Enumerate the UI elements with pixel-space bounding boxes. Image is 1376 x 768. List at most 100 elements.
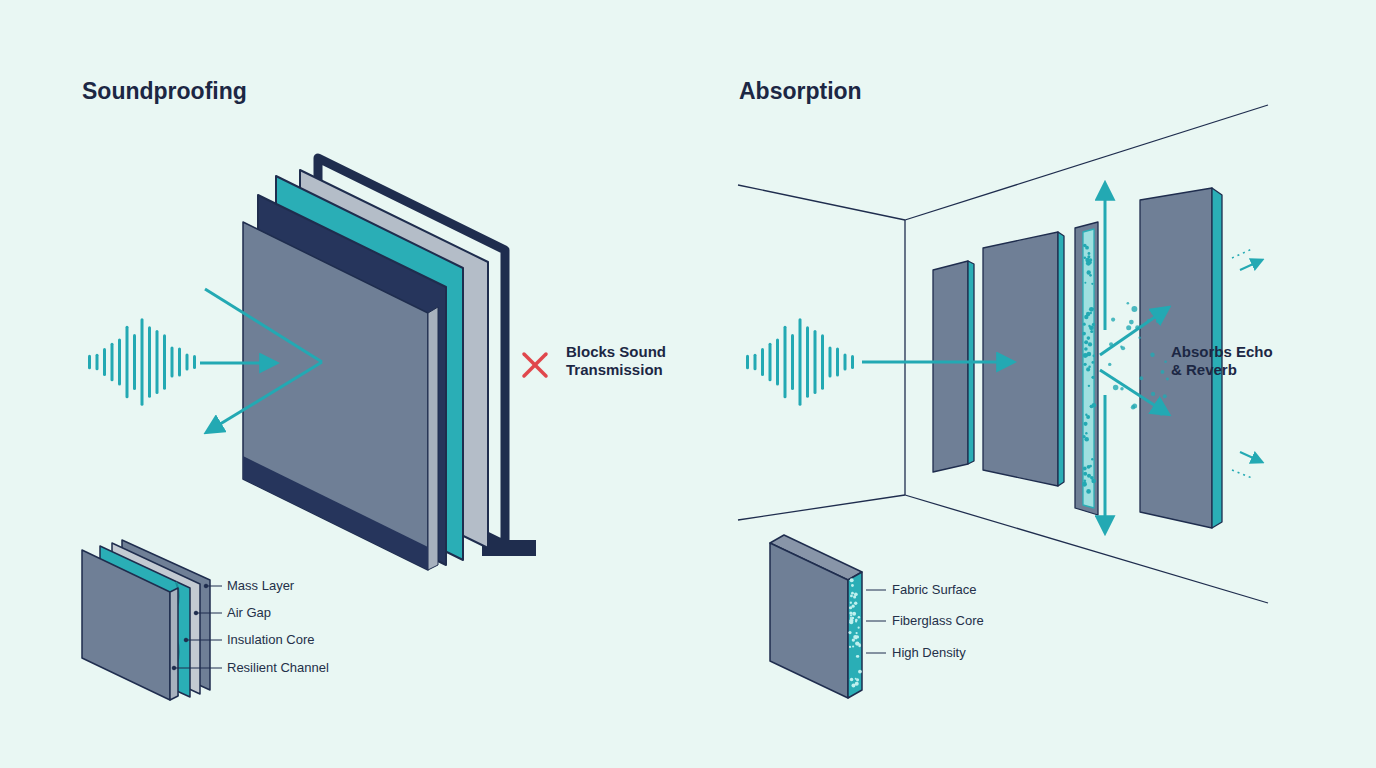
fiber-dots [848, 578, 861, 687]
dot [849, 606, 852, 609]
dot [1139, 376, 1143, 380]
dot [1091, 458, 1093, 460]
leader-lines [206, 586, 222, 587]
dot [849, 611, 852, 614]
wave-bar [776, 340, 779, 384]
dot [1089, 312, 1092, 315]
sound-arrows [1100, 308, 1168, 355]
dot [1092, 403, 1096, 407]
part-label: Insulation Core [227, 632, 314, 648]
dot [850, 578, 854, 582]
dot [848, 631, 851, 634]
sound-arrows [1232, 470, 1252, 478]
wave-bar [761, 350, 764, 375]
leader-lines [866, 621, 886, 622]
dot [1087, 353, 1090, 356]
wave-bar [784, 327, 787, 396]
dot [850, 678, 853, 681]
dot [858, 616, 861, 619]
dot [854, 602, 857, 605]
wave-bar [178, 349, 181, 375]
wall-stack [243, 222, 428, 570]
sound-wave [748, 320, 853, 404]
leader-lines [204, 584, 208, 588]
acoustic-panels [933, 261, 968, 472]
wave-bar [814, 331, 817, 392]
dot [1084, 347, 1088, 351]
dot [1088, 252, 1091, 255]
leader-lines [866, 590, 886, 591]
dot [1088, 385, 1090, 387]
dot [857, 655, 860, 658]
wave-bar [133, 335, 136, 388]
dot [855, 682, 859, 686]
wave-bar [769, 344, 772, 379]
block-mark [524, 354, 546, 376]
wave-bar [799, 320, 802, 404]
dot [1089, 307, 1094, 312]
panel-section [770, 543, 848, 698]
dot [1087, 336, 1091, 340]
wave-bar [844, 355, 847, 369]
dot [852, 612, 856, 616]
dot [1089, 465, 1092, 468]
dot [1164, 360, 1167, 363]
dot [1084, 315, 1088, 319]
wave-bar [126, 327, 129, 396]
dot [850, 614, 852, 616]
acoustic-panels [1058, 232, 1064, 486]
acoustic-panels [983, 232, 1058, 486]
dot [1091, 376, 1094, 379]
block-mark [524, 354, 546, 376]
wave-bar [791, 335, 794, 388]
wave-bar [88, 356, 91, 367]
panel-section [848, 572, 862, 698]
dot [1131, 306, 1137, 312]
dot [850, 602, 852, 604]
dot [1129, 320, 1134, 325]
dot [1166, 378, 1169, 381]
dot [1159, 412, 1163, 416]
dot [1087, 352, 1092, 357]
dot [1163, 394, 1167, 398]
panel-heading: Soundproofing [82, 78, 247, 106]
dot [1082, 332, 1086, 336]
dot [1111, 318, 1115, 322]
wall-section [82, 550, 170, 700]
dot [851, 592, 854, 595]
dot [1083, 323, 1086, 326]
dot [1086, 367, 1090, 371]
leader-lines [184, 638, 188, 642]
leader-lines [866, 653, 886, 654]
wall-stack [482, 540, 536, 556]
wave-bar [163, 336, 166, 389]
wave-bar [851, 357, 854, 368]
dot [1121, 346, 1125, 350]
dot [1090, 330, 1093, 333]
wave-bar [96, 355, 99, 369]
dot [1161, 370, 1165, 374]
wave-bar [836, 349, 839, 375]
block-mark [524, 354, 546, 376]
dot [1082, 482, 1087, 487]
dot [1083, 472, 1087, 476]
dot [1089, 325, 1094, 330]
wall-stack [243, 158, 536, 570]
dot [849, 619, 853, 623]
dot [1084, 256, 1087, 259]
dot [1083, 363, 1086, 366]
dot [1127, 302, 1130, 305]
dot [850, 617, 852, 619]
leader-lines [186, 640, 222, 641]
dot [1108, 363, 1111, 366]
room-outline [904, 220, 905, 495]
wave-bar [118, 340, 121, 384]
dot [856, 655, 858, 657]
dot [1083, 479, 1086, 482]
dot [1087, 270, 1091, 274]
part-label: Fiberglass Core [892, 613, 984, 629]
leader-lines [172, 584, 222, 670]
part-label: Mass Layer [227, 578, 294, 594]
